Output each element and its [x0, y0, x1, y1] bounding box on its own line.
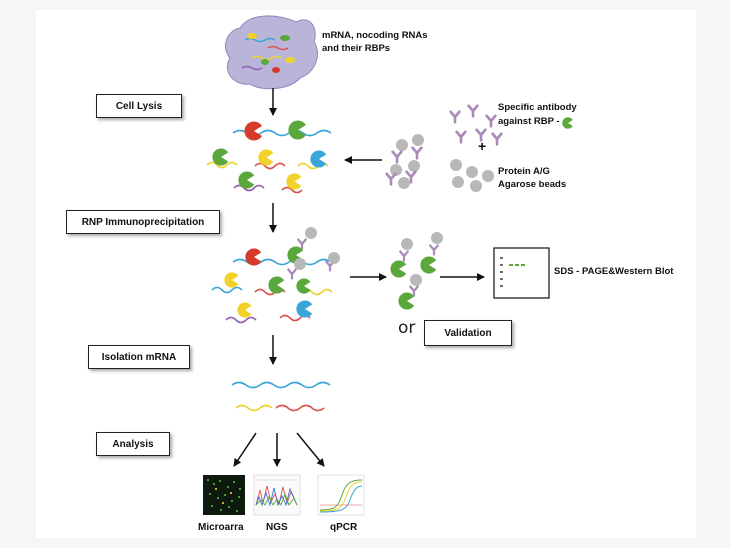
or-label: or [398, 318, 416, 338]
western-blot-label: SDS - PAGE&Western Blot [554, 266, 674, 277]
microarray-caption: Microarra [198, 522, 244, 533]
ngs-chromatogram-image [253, 474, 301, 516]
bound-complexes [390, 232, 443, 310]
cell-label-line1: mRNA, nocoding RNAs [322, 30, 428, 41]
qpcr-curve-image [317, 474, 365, 516]
agarose-beads-icon [450, 159, 494, 192]
beads-label-line1: Protein A/G [498, 166, 550, 177]
ip-complexes [211, 227, 340, 324]
antibodies-icon [449, 104, 503, 146]
antibody-bead-group [385, 134, 424, 189]
arrow-qpcr [296, 432, 325, 467]
qpcr-caption: qPCR [330, 522, 358, 533]
ngs-caption: NGS [266, 522, 288, 533]
rbp-green-icon [562, 117, 573, 129]
microarray-image [203, 475, 245, 515]
antibody-label-line2: against RBP - [498, 116, 560, 127]
lysate-mixture [206, 120, 332, 194]
beads-label-line2: Agarose beads [498, 179, 567, 190]
western-blot-icon [493, 247, 550, 299]
step-isolation-mrna: Isolation mRNA [88, 345, 190, 369]
cell-label-line2: and their RBPs [322, 43, 391, 54]
arrow-microarray [233, 432, 257, 467]
step-validation: Validation [424, 320, 512, 346]
isolated-rna [231, 381, 331, 412]
step-rnp-immunoprecipitation: RNP Immunoprecipitation [66, 210, 220, 234]
step-analysis: Analysis [96, 432, 170, 456]
cell-icon [225, 15, 318, 90]
step-cell-lysis: Cell Lysis [96, 94, 182, 118]
plus-sign: + [478, 138, 487, 154]
antibody-label-line1: Specific antibody [498, 102, 577, 113]
